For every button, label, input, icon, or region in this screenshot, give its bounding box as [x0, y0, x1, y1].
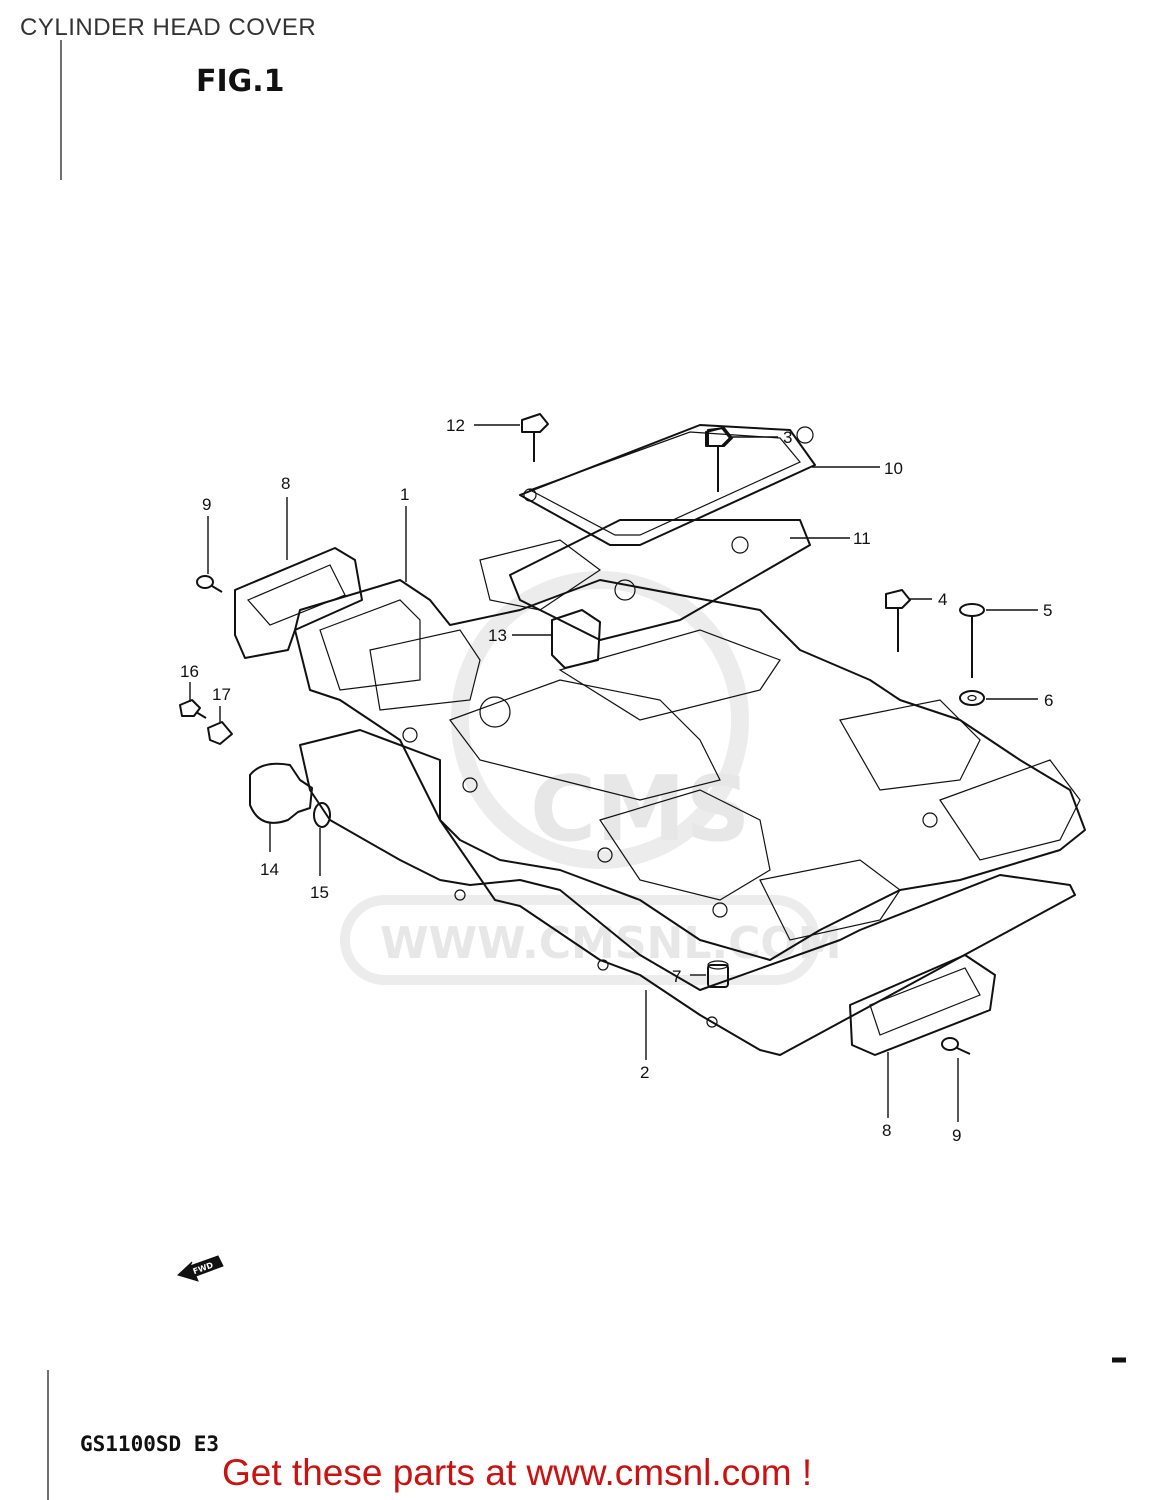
callout-11: 11 — [853, 529, 871, 548]
callout-10: 10 — [884, 459, 903, 478]
callout-12: 12 — [446, 416, 465, 435]
part-plug-14 — [249, 762, 313, 824]
cta-link[interactable]: Get these parts at www.cmsnl.com ! — [222, 1452, 813, 1493]
part-clip-17 — [207, 721, 233, 745]
callout-3: 3 — [783, 428, 792, 447]
callout-7: 7 — [672, 967, 681, 986]
part-filter — [551, 609, 601, 669]
watermark-url: WWW.CMSNL.COM — [380, 918, 842, 969]
part-o-ring-15 — [313, 802, 331, 828]
callout-9-left: 9 — [202, 495, 211, 514]
part-breather-element — [509, 519, 811, 641]
callout-4: 4 — [938, 590, 947, 609]
part-bolt-5 — [959, 603, 985, 678]
scan-margin-marks — [47, 40, 1126, 1500]
part-screw-9-right — [941, 1037, 971, 1055]
forward-arrow-icon: FWD — [177, 1255, 224, 1282]
callout-14: 14 — [260, 860, 279, 879]
callout-15: 15 — [310, 883, 329, 902]
part-breather-cover — [519, 424, 816, 546]
callout-2: 2 — [640, 1063, 649, 1082]
figure-label: FIG.1 — [196, 64, 285, 99]
part-bolt-4 — [885, 589, 911, 652]
callout-17: 17 — [212, 685, 231, 704]
callout-5: 5 — [1043, 601, 1052, 620]
callouts: 12 10 11 13 4 5 6 3 7 8 1 9 16 17 14 15 … — [180, 416, 1053, 1145]
callout-8-right: 8 — [882, 1121, 891, 1140]
callout-9-right: 9 — [952, 1126, 961, 1145]
callout-16: 16 — [180, 662, 199, 681]
callout-6: 6 — [1044, 691, 1053, 710]
watermark-logo: CMS — [530, 757, 750, 862]
part-bolt-16 — [179, 699, 207, 719]
part-washer-6 — [959, 690, 985, 706]
part-cylinder-head-cover — [294, 539, 1086, 961]
part-bolt-12 — [521, 413, 549, 462]
page-title: CYLINDER HEAD COVER — [20, 14, 317, 41]
callout-1: 1 — [400, 485, 409, 504]
callout-13: 13 — [488, 626, 507, 645]
part-screw-9-left — [196, 575, 223, 593]
part-end-cap-right — [849, 954, 996, 1056]
part-gasket — [299, 729, 1076, 1056]
leader-lines — [189, 424, 1038, 1122]
model-code: GS1100SD E3 — [80, 1432, 220, 1456]
part-dowel-7 — [707, 960, 729, 988]
callout-8-left: 8 — [281, 474, 290, 493]
part-end-cap-left — [234, 547, 363, 659]
part-bolt-3 — [705, 427, 733, 492]
